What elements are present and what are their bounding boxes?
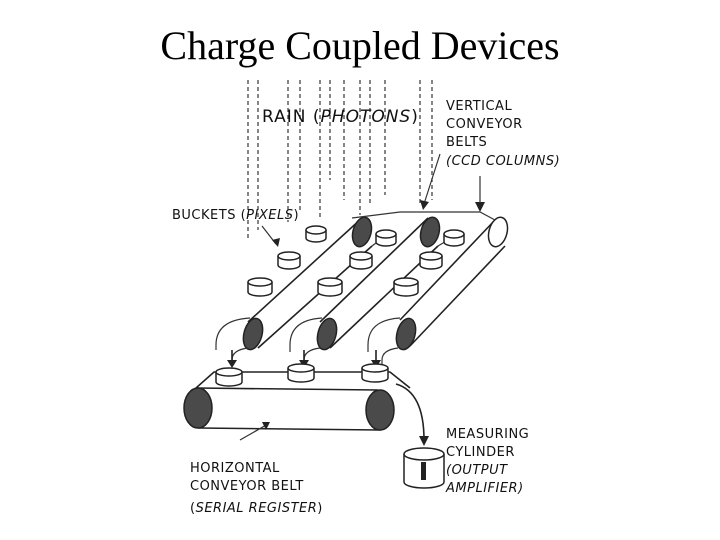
slide-title: Charge Coupled Devices xyxy=(160,23,560,68)
horizontal-belt-label-line1: HORIZONTAL xyxy=(190,461,280,476)
bucket xyxy=(375,229,397,247)
measuring-label-line4: AMPLIFIER) xyxy=(445,481,524,496)
bucket xyxy=(317,277,343,297)
bucket xyxy=(361,363,389,383)
rain-label: RAIN (PHOTONS) xyxy=(262,107,419,127)
leader-arrows xyxy=(239,153,485,441)
vertical-belts-label-line4: (CCD COLUMNS) xyxy=(446,154,560,169)
horizontal-belt-label-line3: (SERIAL REGISTER) xyxy=(190,501,323,516)
vertical-belts-label-line2: CONVEYOR xyxy=(446,117,523,132)
measuring-label-line3: (OUTPUT xyxy=(446,463,508,478)
measuring-label-line2: CYLINDER xyxy=(446,445,515,460)
bucket xyxy=(443,229,465,247)
bucket xyxy=(349,251,373,270)
horizontal-belt-label-line2: CONVEYOR BELT xyxy=(190,479,304,494)
bucket xyxy=(287,363,315,383)
bucket xyxy=(247,277,273,297)
pixel-buckets xyxy=(247,225,465,297)
measuring-cylinder xyxy=(403,447,445,489)
bucket xyxy=(215,367,243,387)
measuring-label-line1: MEASURING xyxy=(446,427,529,442)
vertical-belts-label-line3: BELTS xyxy=(446,135,487,150)
vertical-belt-3 xyxy=(367,216,509,365)
output-path xyxy=(395,383,429,446)
bucket xyxy=(393,277,419,297)
bucket xyxy=(305,225,327,243)
vertical-belts-label-line1: VERTICAL xyxy=(446,99,512,114)
bucket xyxy=(419,251,443,270)
vertical-belt-1 xyxy=(215,216,373,365)
buckets-label: BUCKETS (PIXELS) xyxy=(172,208,299,223)
bucket xyxy=(277,251,301,270)
horizontal-belt xyxy=(183,363,411,431)
